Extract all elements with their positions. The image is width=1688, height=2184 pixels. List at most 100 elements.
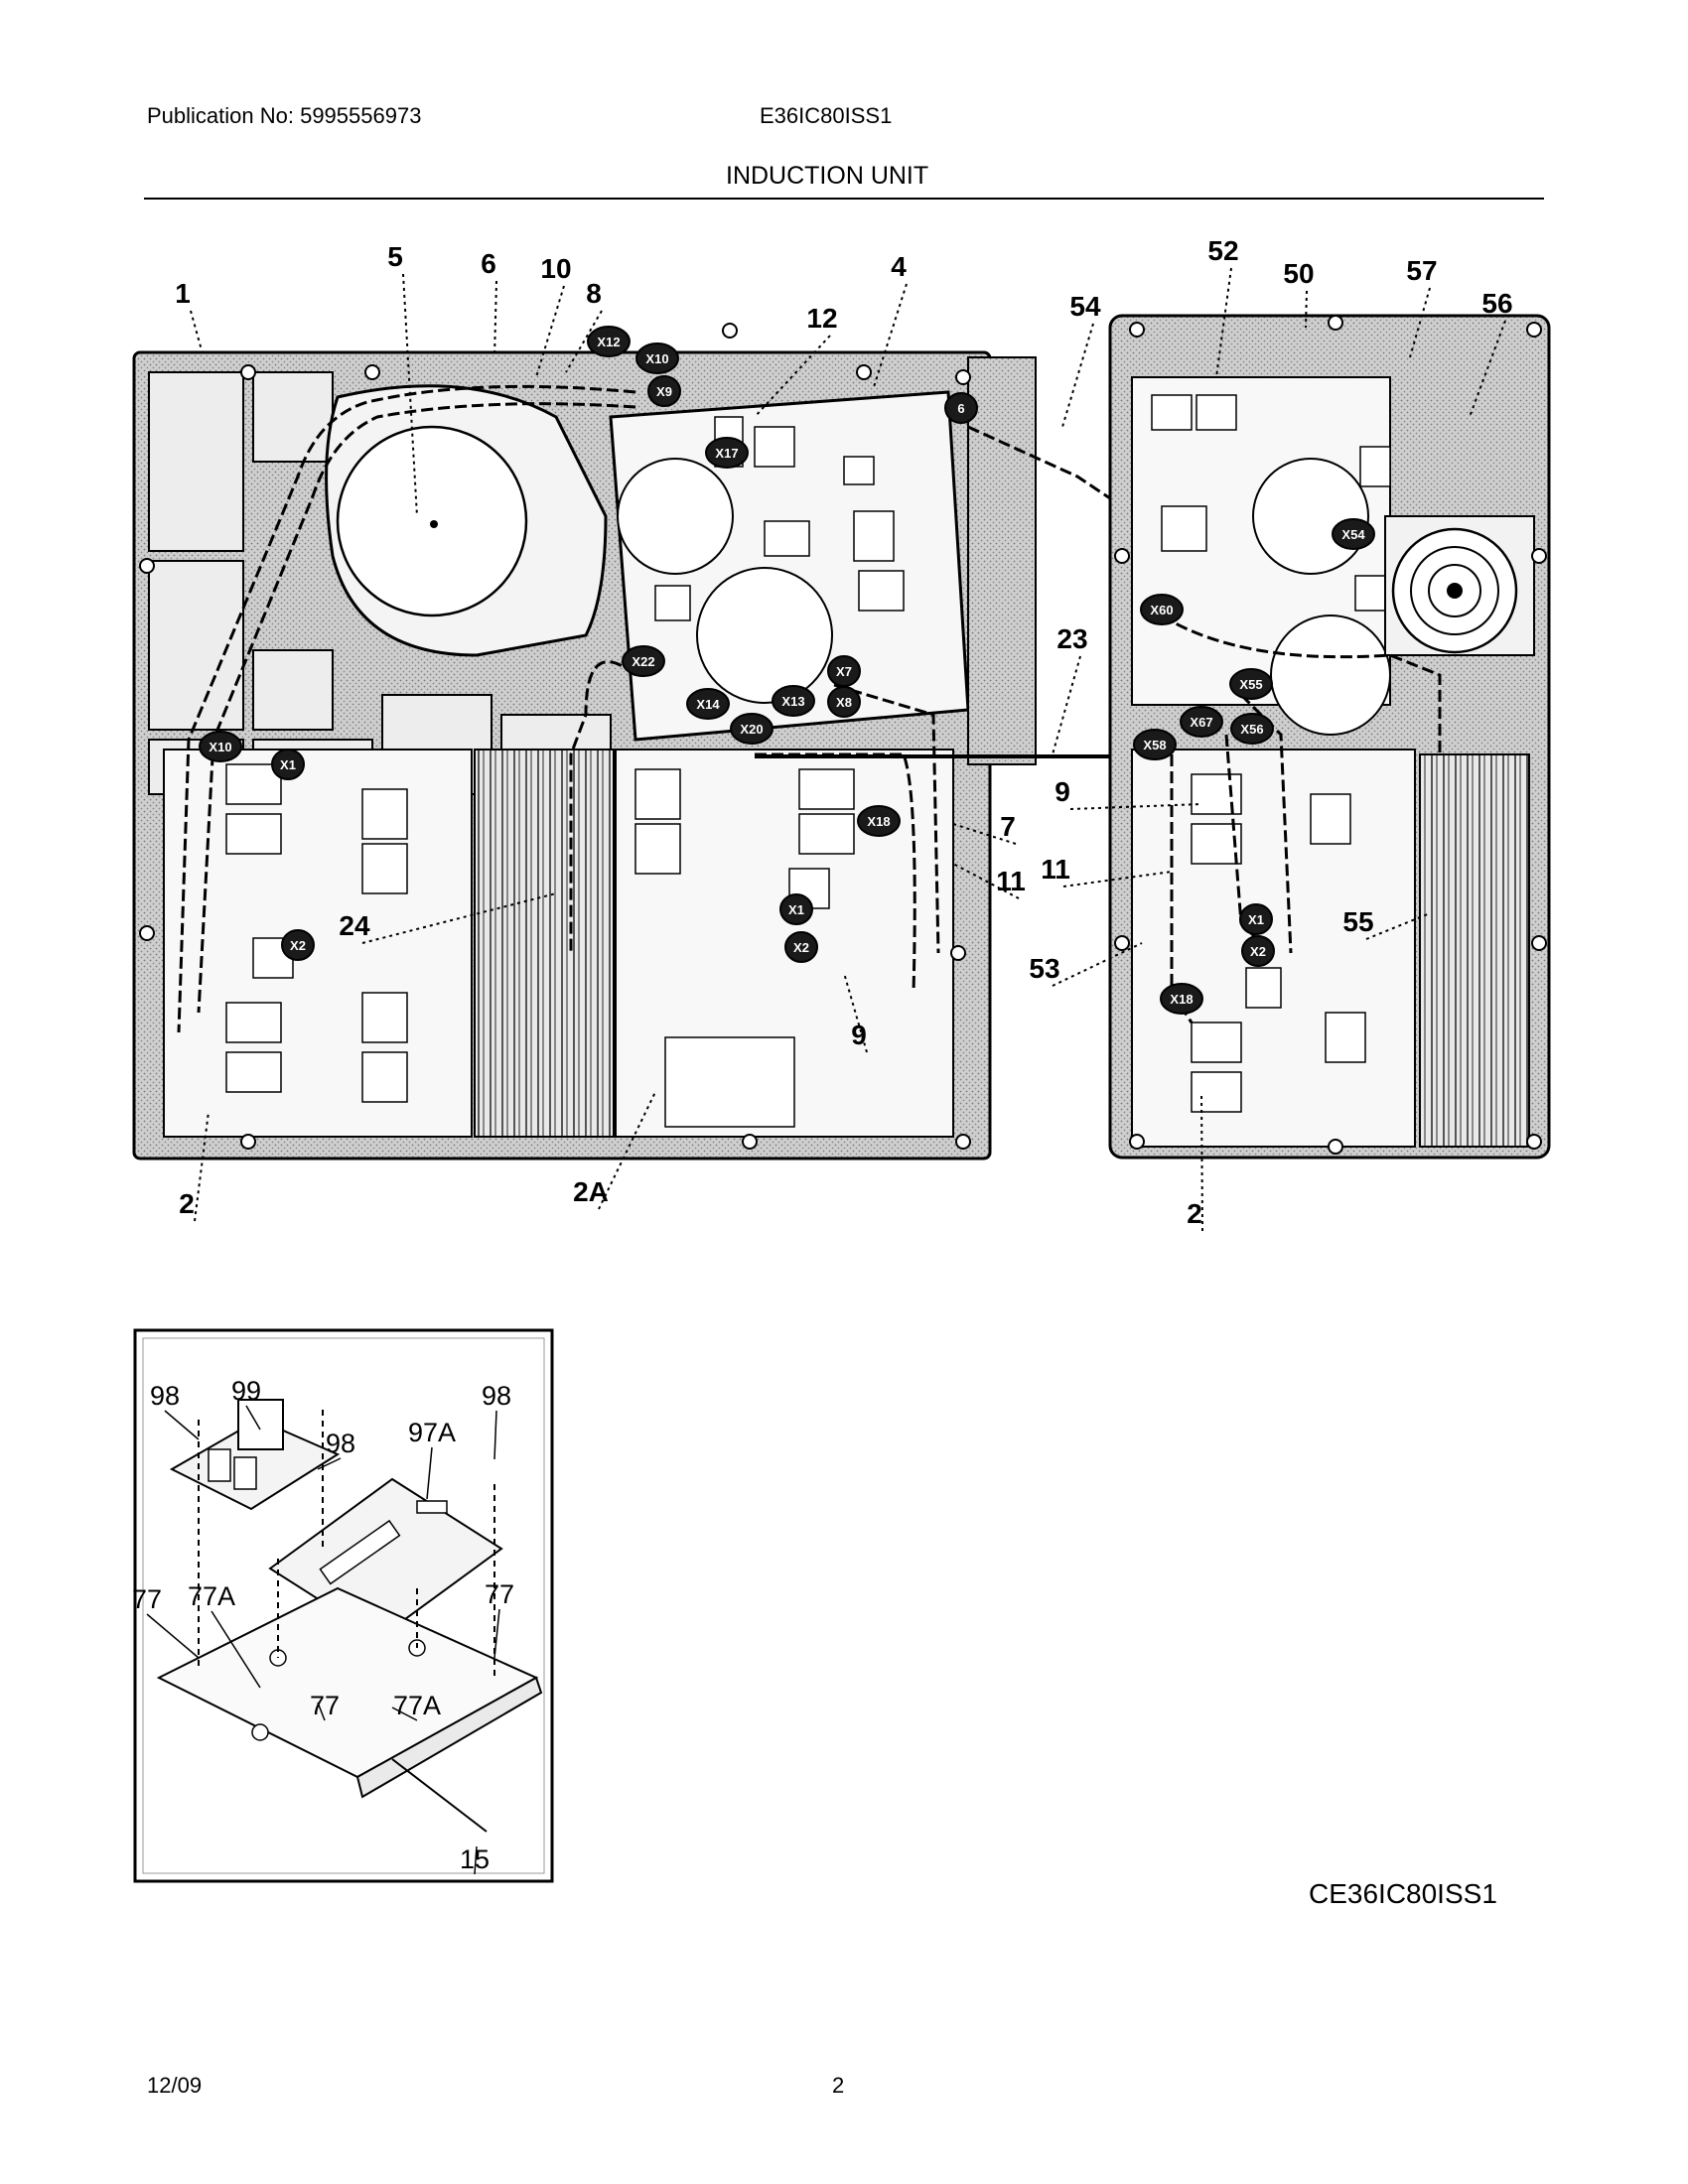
callout-label-1: 1: [175, 278, 191, 309]
connector-badge-x2: X2: [281, 929, 315, 961]
connector-badge-x7: X7: [827, 655, 861, 687]
callout-label-2: 2: [179, 1188, 195, 1219]
svg-text:X56: X56: [1240, 722, 1263, 737]
callout-leader: [1062, 871, 1173, 887]
inset-leader: [245, 1405, 261, 1431]
inset-label-98: 98: [326, 1429, 355, 1458]
callout-leader: [1365, 912, 1431, 940]
inset-leader: [146, 1613, 200, 1659]
connector-badge-x8: X8: [827, 686, 861, 718]
svg-text:X13: X13: [781, 694, 804, 709]
connector-badge-x12: X12: [587, 326, 631, 357]
connector-badge-x1: X1: [271, 749, 305, 780]
blower-fan: [325, 384, 608, 657]
inset-label-77: 77: [132, 1584, 162, 1614]
connector-badge-x1: X1: [1239, 903, 1273, 935]
right-heatsink: [1419, 753, 1530, 1148]
callout-leader: [190, 310, 205, 358]
connector-badge-x54: X54: [1332, 518, 1375, 550]
callout-leader: [952, 863, 1020, 899]
heatsink-left: [474, 749, 615, 1138]
inset-label-99: 99: [231, 1376, 261, 1406]
svg-text:X10: X10: [209, 740, 231, 754]
callout-label-5: 5: [387, 241, 403, 272]
callout-leader: [402, 273, 418, 517]
callout-leader: [565, 310, 603, 373]
callout-label-55: 55: [1342, 906, 1373, 937]
connector-badge-x67: X67: [1180, 706, 1223, 738]
callout-label-4: 4: [891, 251, 907, 282]
callout-leader: [1200, 1091, 1203, 1232]
callout-label-52: 52: [1207, 235, 1238, 266]
svg-text:X54: X54: [1341, 527, 1365, 542]
inset-frame: [133, 1328, 554, 1883]
callout-label-50: 50: [1283, 258, 1314, 289]
callout-leader: [493, 280, 497, 358]
inset-leader: [493, 1410, 497, 1460]
connector-badge-x2: X2: [784, 931, 818, 963]
header-rule: [144, 198, 1544, 200]
connector-badge-x13: X13: [772, 685, 815, 717]
wire-harness: [177, 384, 1153, 1033]
inset-label-98: 98: [482, 1381, 511, 1411]
connector-badge-x2: X2: [1241, 935, 1275, 967]
inset-leader: [391, 1706, 418, 1721]
inset-label-97a: 97A: [408, 1418, 456, 1447]
svg-text:X18: X18: [1170, 992, 1193, 1007]
callout-label-10: 10: [540, 253, 571, 284]
connector-badge-x9: X9: [647, 375, 681, 407]
connector-badge-x18: X18: [857, 805, 901, 837]
callout-leader: [598, 1091, 656, 1210]
callout-label-54: 54: [1069, 291, 1101, 322]
callout-label-23: 23: [1056, 623, 1087, 654]
svg-text:6: 6: [957, 401, 964, 416]
svg-text:X17: X17: [715, 446, 738, 461]
svg-text:X1: X1: [788, 902, 804, 917]
callout-leader: [1052, 655, 1081, 755]
callout-leader: [1409, 287, 1431, 358]
callout-leader: [1069, 803, 1202, 810]
leader-15: [391, 1758, 488, 1833]
svg-text:X2: X2: [793, 940, 809, 955]
connector-badge-x14: X14: [686, 688, 730, 720]
connector-badge-x60: X60: [1140, 594, 1184, 625]
induction-board-left: [163, 749, 473, 1138]
inset-label-77a: 77A: [188, 1581, 235, 1611]
connector-badge-x1: X1: [779, 893, 813, 925]
connector-badge-6: 6: [944, 392, 978, 424]
inset-leader: [317, 1457, 342, 1470]
callout-label-11: 11: [996, 866, 1026, 896]
callout-label-12: 12: [806, 303, 837, 334]
model-number: E36IC80ISS1: [760, 103, 893, 128]
svg-text:X12: X12: [597, 335, 620, 349]
right-housing-screws: [1114, 315, 1547, 1155]
connector-badge-x55: X55: [1229, 668, 1273, 700]
callout-leader: [361, 892, 557, 944]
svg-text:X9: X9: [656, 384, 672, 399]
callout-leader: [1052, 942, 1143, 987]
drawing-code: CE36IC80ISS1: [1309, 1878, 1497, 1909]
callout-leader: [754, 335, 831, 418]
svg-text:X7: X7: [836, 664, 852, 679]
transformer-board: [169, 1399, 341, 1511]
callout-label-57: 57: [1406, 255, 1437, 286]
callout-leader: [1305, 290, 1308, 329]
inset-label-77: 77: [310, 1691, 340, 1720]
main-control-board: [609, 390, 970, 742]
svg-text:X14: X14: [696, 697, 720, 712]
connector-badge-x58: X58: [1133, 729, 1177, 760]
cooling-fan: [1384, 515, 1535, 656]
svg-text:X1: X1: [1248, 912, 1264, 927]
callout-leader: [1061, 323, 1094, 428]
svg-text:X8: X8: [836, 695, 852, 710]
connector-badge-x10: X10: [635, 342, 679, 374]
svg-text:X60: X60: [1150, 603, 1173, 617]
callout-label-7: 7: [1000, 811, 1016, 842]
callout-leader: [1469, 320, 1506, 418]
connector-badge-x22: X22: [622, 645, 665, 677]
connector-badge-x20: X20: [730, 713, 774, 745]
svg-text:X1: X1: [280, 757, 296, 772]
connector-badge-x18: X18: [1160, 983, 1203, 1015]
left-housing: [132, 323, 1153, 1160]
